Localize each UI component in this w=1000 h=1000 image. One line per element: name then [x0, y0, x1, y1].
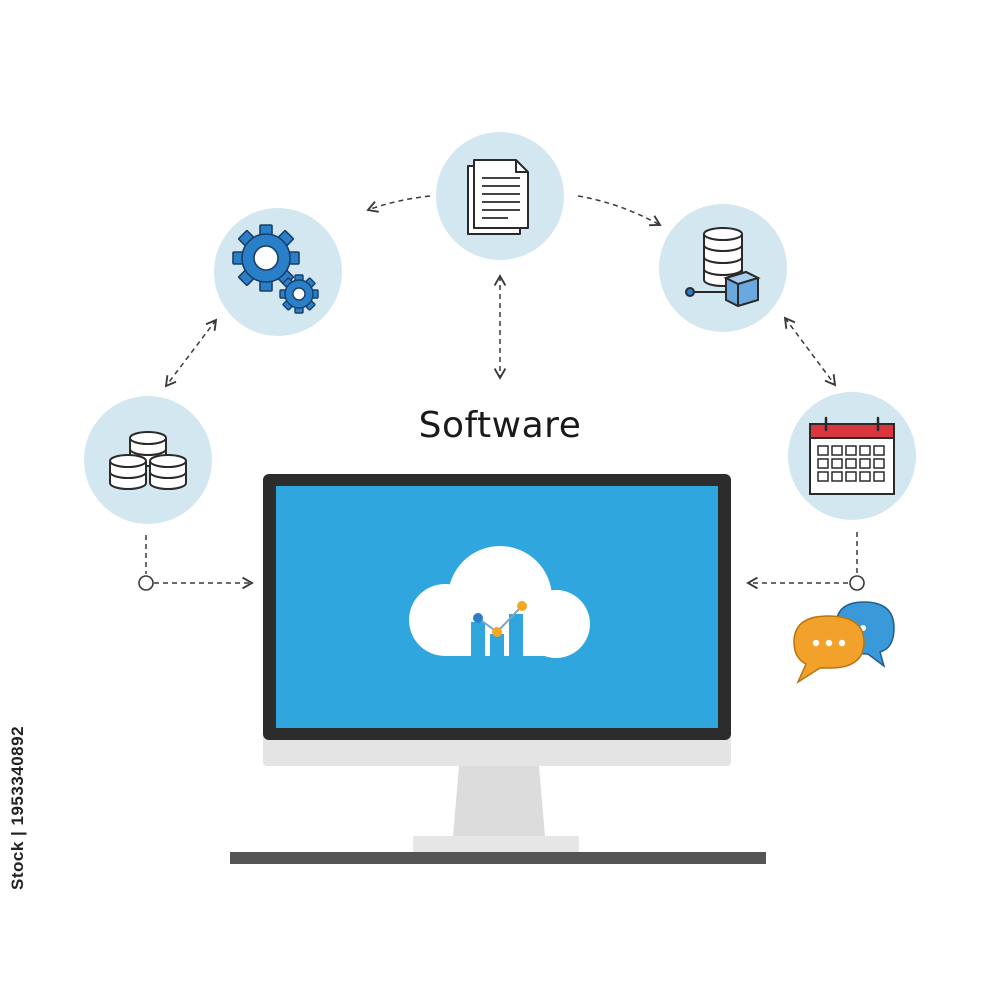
monitor	[230, 474, 766, 864]
gears-icon	[232, 224, 319, 314]
junction-left	[138, 575, 154, 591]
calendar-day-cell	[873, 458, 885, 469]
calendar-day-cell	[859, 471, 871, 482]
arrow-doc-to-server	[577, 195, 662, 227]
calendar-icon	[809, 416, 895, 495]
server-box-icon	[685, 227, 761, 308]
calendar-day-cell	[831, 458, 843, 469]
arrow-doc-to-gears	[366, 195, 431, 213]
calendar-day-cell	[845, 445, 857, 456]
monitor-foot	[413, 836, 579, 852]
calendar-day-cell	[845, 458, 857, 469]
monitor-neck	[453, 766, 545, 836]
database-stack-icon	[109, 431, 187, 490]
document-icon	[467, 159, 529, 235]
calendar-day-cell	[817, 471, 829, 482]
arrow-gears-to-databases	[164, 318, 218, 388]
cloud-analytics-icon	[409, 546, 590, 658]
junction-right	[849, 575, 865, 591]
calendar-day-cell	[873, 445, 885, 456]
calendar-day-cell	[831, 471, 843, 482]
arrow-server-to-calendar	[783, 316, 837, 387]
calendar-day-cell	[845, 471, 857, 482]
calendar-day-cell	[817, 458, 829, 469]
connectors	[145, 195, 858, 590]
monitor-chin	[263, 734, 731, 766]
calendar-day-cell	[817, 445, 829, 456]
monitor-base	[230, 852, 766, 864]
calendar-day-cell	[859, 445, 871, 456]
calendar-day-cell	[831, 445, 843, 456]
calendar-day-cell	[873, 471, 885, 482]
speech-bubbles-icon	[793, 601, 895, 684]
calendar-day-cell	[859, 458, 871, 469]
diagram-title: Software	[418, 405, 582, 446]
side-id-text: Stock | 1953340892	[8, 725, 27, 890]
